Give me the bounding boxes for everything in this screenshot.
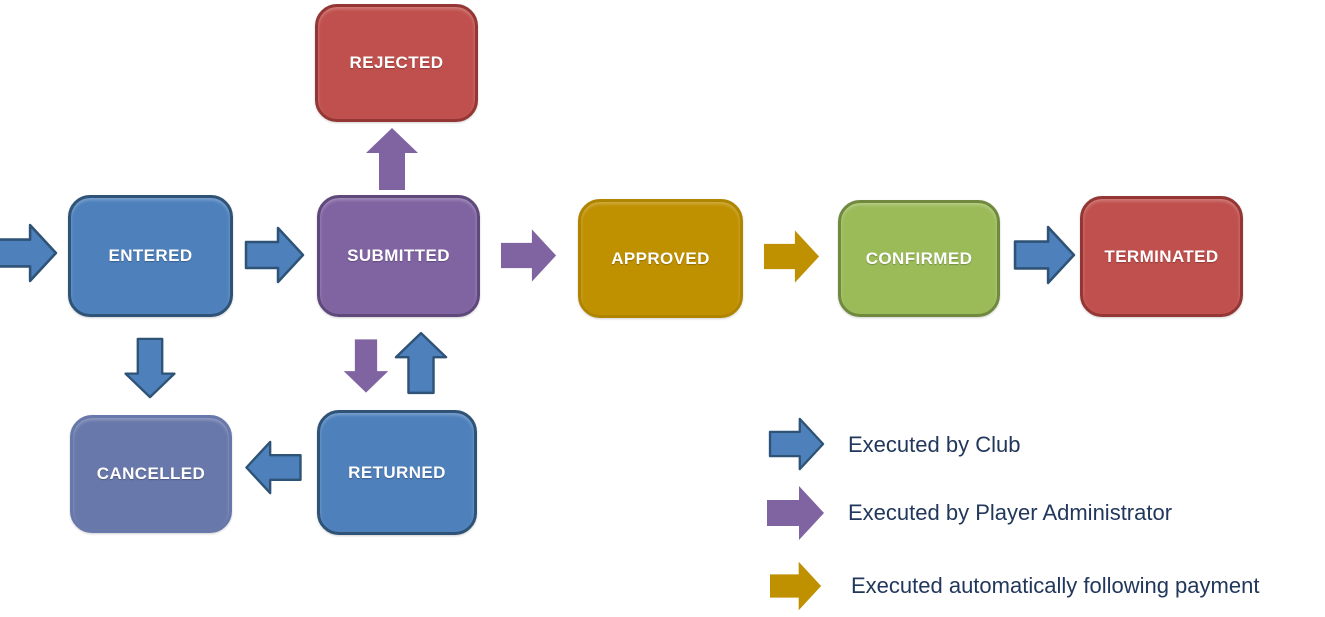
arrow-submitted-to-returned-icon [343, 339, 389, 393]
state-confirmed: CONFIRMED [838, 200, 1000, 317]
state-approved-label: APPROVED [611, 248, 710, 268]
state-entered-label: ENTERED [108, 246, 193, 265]
state-confirmed-label: CONFIRMED [865, 248, 973, 268]
legend-automatic-payment-label: Executed automatically following payment [851, 573, 1260, 598]
arrow-approved-to-confirmed-icon [763, 230, 820, 283]
legend-club-label: Executed by Club [848, 432, 1021, 457]
arrow-submitted-to-rejected-icon [366, 128, 418, 190]
legend-club-arrow-icon [768, 417, 825, 471]
legend-player-administrator-label: Executed by Player Administrator [848, 500, 1173, 525]
legend-automatic-payment-arrow-icon [770, 561, 822, 611]
state-rejected-label: REJECTED [349, 53, 444, 72]
arrow-start-to-entered-icon [0, 223, 58, 283]
arrow-entered-to-submitted-icon [244, 226, 305, 284]
arrow-submitted-to-approved-icon [500, 229, 557, 282]
arrow-entered-to-cancelled-icon [124, 337, 176, 399]
state-terminated-label: TERMINATED [1104, 246, 1219, 266]
state-submitted: SUBMITTED [317, 195, 480, 317]
state-terminated: TERMINATED [1080, 196, 1243, 317]
state-entered: ENTERED [68, 195, 233, 317]
state-returned-label: RETURNED [348, 462, 446, 482]
state-rejected: REJECTED [315, 4, 478, 122]
arrow-returned-to-submitted-icon [394, 331, 448, 395]
state-cancelled: CANCELLED [70, 415, 232, 533]
state-cancelled-label: CANCELLED [96, 464, 206, 483]
legend-player-administrator-arrow-icon [767, 486, 824, 540]
arrow-confirmed-to-terminated-icon [1013, 225, 1076, 285]
arrow-returned-to-cancelled-icon [245, 440, 302, 495]
state-returned: RETURNED [317, 410, 477, 535]
state-submitted-label: SUBMITTED [347, 246, 450, 265]
state-approved: APPROVED [578, 199, 743, 318]
